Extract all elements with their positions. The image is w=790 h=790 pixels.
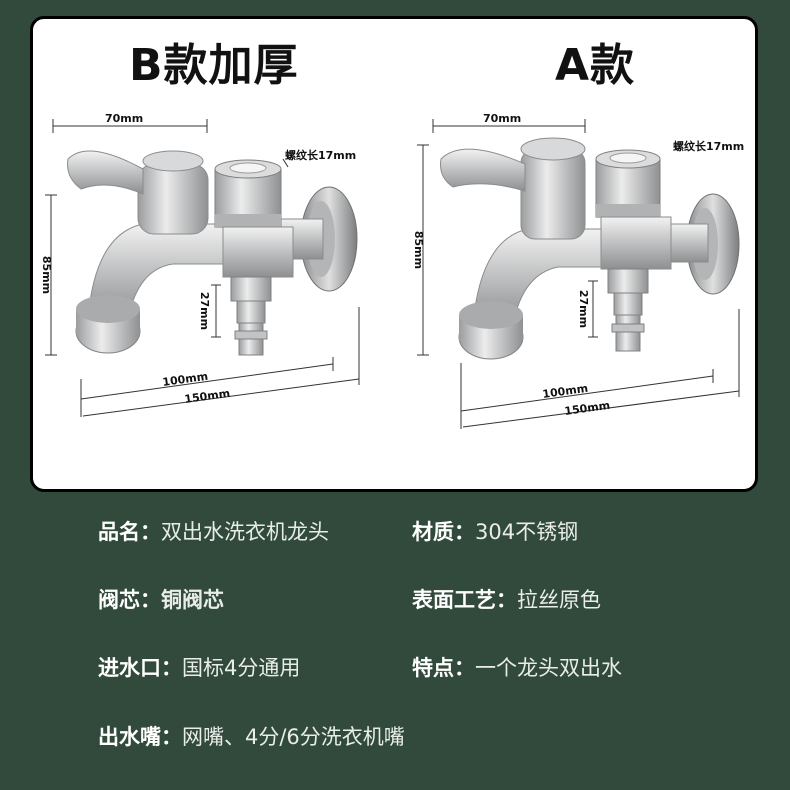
dim-b-thread: 螺纹长17mm [285, 148, 356, 162]
spec-label: 表面工艺： [412, 588, 517, 612]
variant-b-title: B款加厚 [129, 40, 299, 91]
spec-label: 材质： [412, 520, 475, 544]
spec-value: 网嘴、4分/6分洗衣机嘴 [182, 725, 405, 749]
faucet-a [440, 137, 740, 360]
spec-label: 特点： [412, 656, 475, 680]
dim-b-height: 85mm [40, 256, 53, 294]
dim-a-width: 70mm [483, 112, 521, 125]
spec-value: 304不锈钢 [475, 520, 579, 544]
spec-value: 双出水洗衣机龙头 [161, 520, 329, 544]
spec-product-name: 品名：双出水洗衣机龙头 [98, 519, 329, 545]
spec-inlet: 进水口：国标4分通用 [98, 655, 300, 681]
dim-a-length-long: 150mm [564, 399, 611, 418]
dimensions-a [417, 119, 740, 429]
spec-label: 品名： [98, 520, 161, 544]
dim-a-length-short: 100mm [542, 382, 589, 401]
spec-label: 进水口： [98, 656, 182, 680]
spec-material: 材质：304不锈钢 [412, 519, 578, 545]
dim-a-outlet: 27mm [577, 290, 590, 328]
product-image-card: 70mm 85mm 27mm 螺纹长17mm 100mm 150mm 70mm … [30, 16, 758, 492]
dim-a-height: 85mm [412, 231, 425, 269]
dim-b-length-long: 150mm [184, 387, 231, 406]
spec-value: 一个龙头双出水 [475, 656, 622, 680]
spec-label: 阀芯： [98, 588, 161, 612]
variant-a-title: A款 [555, 40, 636, 91]
spec-valve-core: 阀芯：铜阀芯 [98, 587, 224, 613]
dim-a-thread: 螺纹长17mm [673, 139, 744, 153]
faucet-diagrams: 70mm 85mm 27mm 螺纹长17mm 100mm 150mm 70mm … [40, 112, 744, 429]
spec-surface: 表面工艺：拉丝原色 [412, 587, 601, 613]
dim-b-length-short: 100mm [162, 370, 209, 389]
spec-value: 拉丝原色 [517, 588, 601, 612]
spec-value: 国标4分通用 [182, 656, 301, 680]
faucet-b [67, 150, 358, 356]
dim-b-width: 70mm [105, 112, 143, 125]
spec-value: 铜阀芯 [161, 588, 224, 612]
spec-feature: 特点：一个龙头双出水 [412, 655, 622, 681]
spec-label: 出水嘴： [98, 725, 182, 749]
dimensions-b [45, 119, 360, 417]
spec-outlet-nozzle: 出水嘴：网嘴、4分/6分洗衣机嘴 [98, 724, 405, 750]
dim-b-outlet: 27mm [198, 292, 211, 330]
